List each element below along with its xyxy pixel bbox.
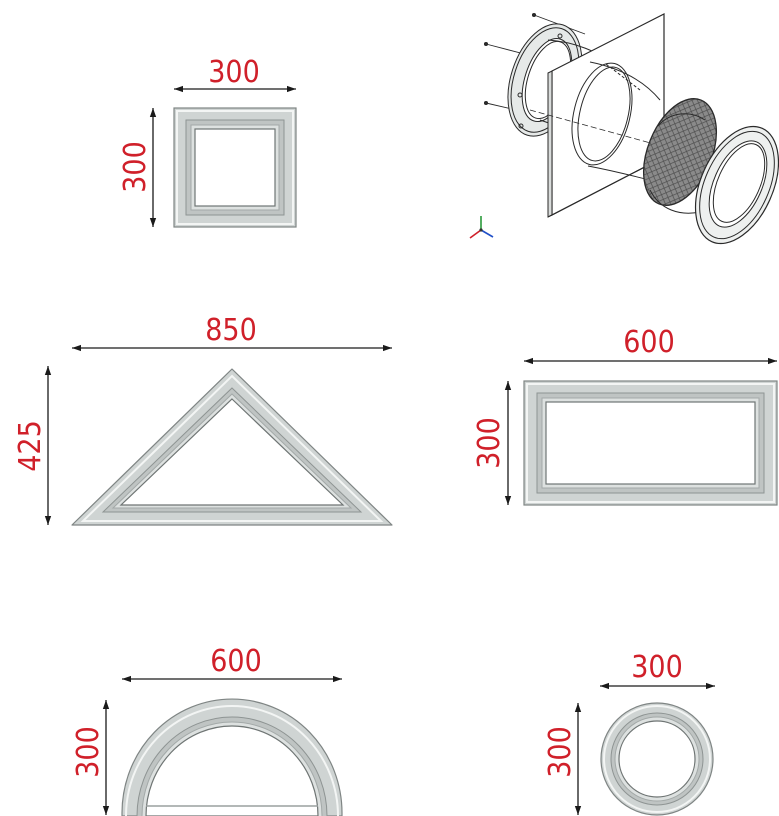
triangle-height-label: 425 xyxy=(13,420,48,472)
square-width-label: 300 xyxy=(208,55,260,90)
duct-sleeve xyxy=(571,61,661,181)
semicircle-height-label: 300 xyxy=(71,726,106,778)
xyz-axis-icon xyxy=(469,216,494,239)
circle-frame-group: 300 300 xyxy=(543,650,715,816)
circle-frame xyxy=(600,702,714,816)
semicircle-width-label: 600 xyxy=(210,644,262,679)
triangle-frame xyxy=(71,368,393,526)
circle-height-label: 300 xyxy=(543,726,578,778)
square-frame xyxy=(173,107,297,228)
circle-width-label: 300 xyxy=(631,650,683,685)
semicircle-frame xyxy=(121,698,343,816)
rear-ring xyxy=(694,125,779,245)
semicircle-frame-group: 600 300 xyxy=(71,644,343,816)
triangle-width-label: 850 xyxy=(205,313,257,348)
exploded-assembly-view xyxy=(469,12,779,245)
square-height-label: 300 xyxy=(118,141,153,193)
rectangle-width-label: 600 xyxy=(623,325,675,360)
triangle-frame-group: 850 425 xyxy=(13,313,393,526)
rectangle-height-label: 300 xyxy=(472,417,507,469)
square-frame-group: 300 300 xyxy=(118,55,297,228)
rectangle-frame-group: 600 300 xyxy=(472,325,778,506)
rectangle-frame xyxy=(523,380,778,506)
